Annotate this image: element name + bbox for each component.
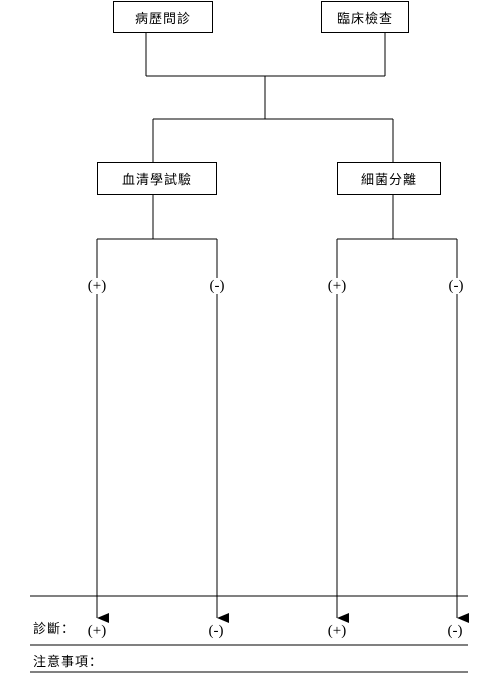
history-box: 病歷問診 bbox=[113, 1, 213, 33]
diagnosis-label: 診斷： bbox=[33, 622, 76, 637]
bacteria-box: 細菌分離 bbox=[337, 162, 441, 195]
bacteria-negative-label: (-) bbox=[447, 278, 465, 294]
bacteria-positive-label: (+) bbox=[326, 278, 348, 294]
serology-box: 血清學試驗 bbox=[97, 162, 217, 195]
diagnosis-serology-positive: (+) bbox=[86, 623, 108, 639]
diagnosis-bacteria-negative: (-) bbox=[446, 623, 464, 639]
notes-label: 注意事項： bbox=[33, 655, 104, 670]
serology-negative-label: (-) bbox=[208, 278, 226, 294]
clinical-box: 臨床檢查 bbox=[321, 1, 409, 33]
diagnosis-serology-negative: (-) bbox=[207, 623, 225, 639]
diagnosis-bacteria-positive: (+) bbox=[326, 623, 348, 639]
serology-positive-label: (+) bbox=[86, 278, 108, 294]
